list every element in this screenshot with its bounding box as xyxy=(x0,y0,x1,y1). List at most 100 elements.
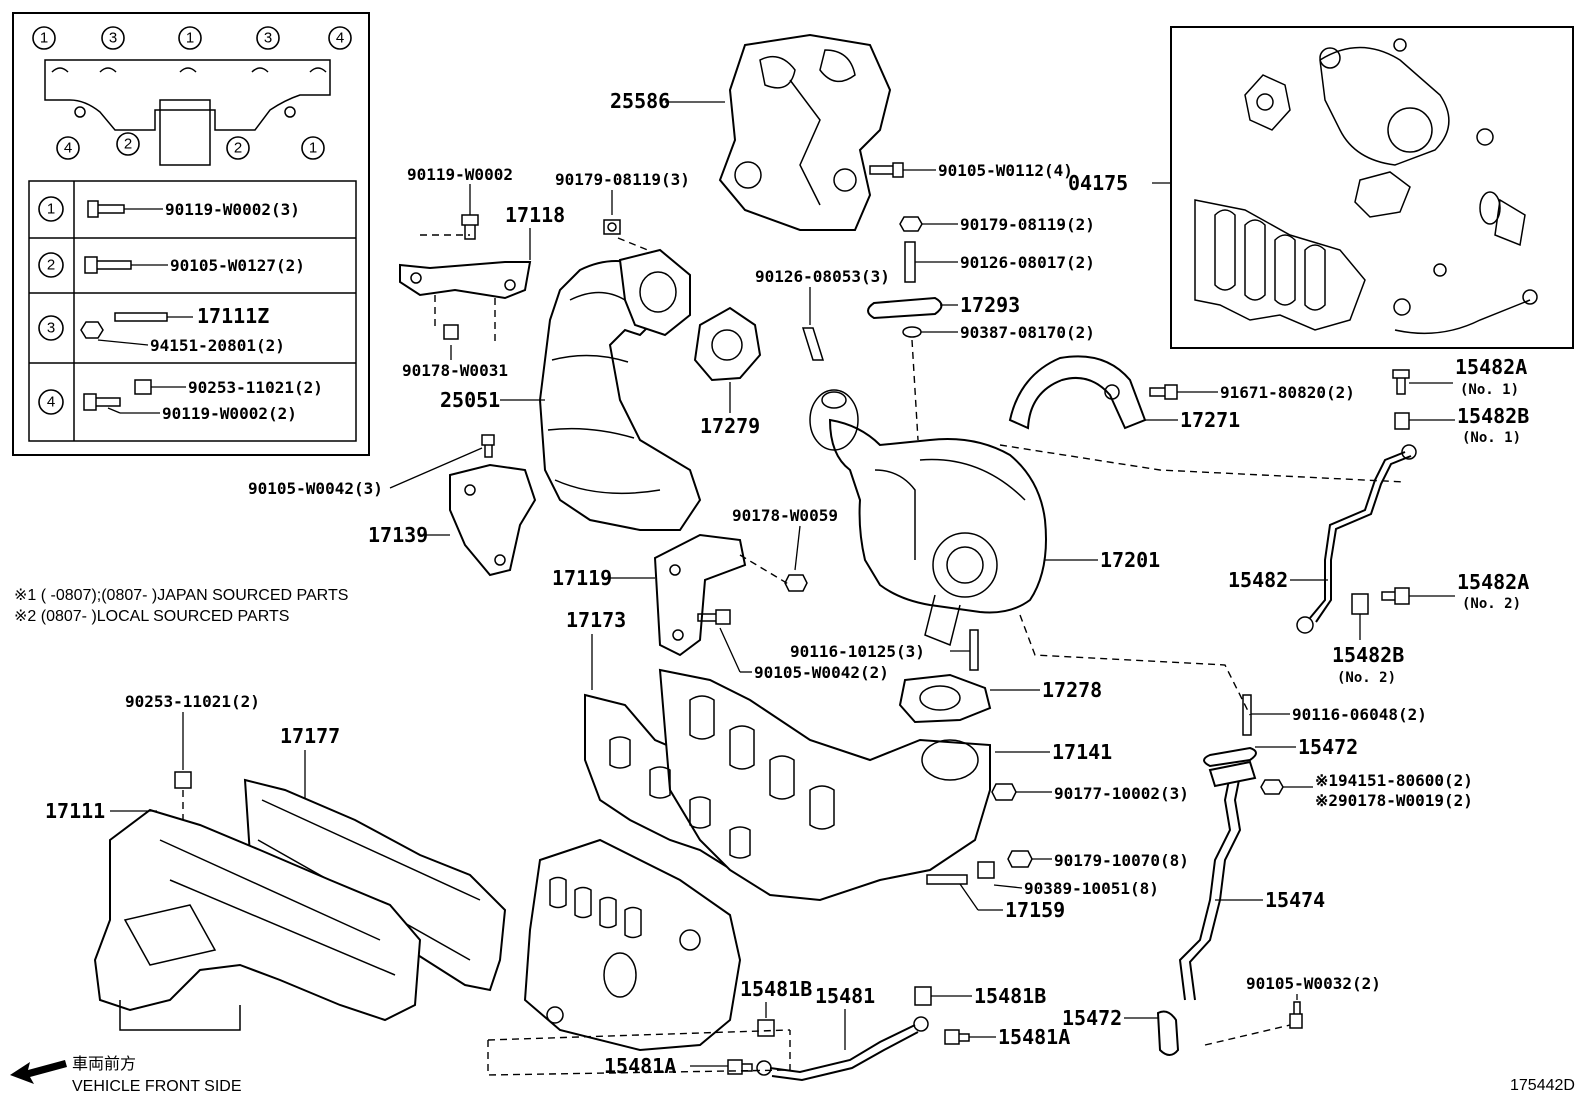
bolt-pos-bottom-4: 1 xyxy=(309,140,317,157)
bolt-icon xyxy=(461,214,479,240)
bolt-icon xyxy=(83,393,121,411)
label-90116-10125: 90116-10125(3) xyxy=(790,642,925,661)
legend-row-3-num: 3 xyxy=(47,320,55,337)
heat-shield-17271 xyxy=(1008,355,1147,430)
plate-17293 xyxy=(867,296,943,320)
gasket-icon xyxy=(757,1019,775,1037)
front-label-en: VEHICLE FRONT SIDE xyxy=(72,1078,242,1095)
label-17139: 17139 xyxy=(368,523,428,547)
label-15482A-no1: 15482A xyxy=(1455,355,1527,379)
exhaust-manifold-17141 xyxy=(658,668,991,902)
stud-icon xyxy=(1242,694,1252,736)
bolt-icon xyxy=(697,609,731,625)
label-25586: 25586 xyxy=(610,89,670,113)
bolt-pos-top-1: 1 xyxy=(40,30,48,47)
label-90387-08170: 90387-08170(2) xyxy=(960,323,1095,342)
label-90126-08017: 90126-08017(2) xyxy=(960,253,1095,272)
bolt-icon xyxy=(944,1029,970,1045)
diagram-id: 175442D xyxy=(1510,1077,1575,1094)
bolt-pos-bottom-1: 4 xyxy=(64,140,72,157)
label-04175: 04175 xyxy=(1068,171,1128,195)
label-90389-10051: 90389-10051(8) xyxy=(1024,879,1159,898)
bolt-pos-top-2: 3 xyxy=(109,30,117,47)
label-17293: 17293 xyxy=(960,293,1020,317)
legend-row-2-num: 2 xyxy=(47,257,55,274)
bolt-pos-bottom-2: 2 xyxy=(124,136,132,153)
bolt-icon xyxy=(1392,369,1410,395)
legend-box: 1 3 1 3 4 4 2 2 1 1 90119-W0002(3) 2 901… xyxy=(12,12,370,456)
legend-row-4-num: 4 xyxy=(47,394,55,411)
label-90105-W0042-2: 90105-W0042(2) xyxy=(754,663,889,682)
oil-return-15474 xyxy=(1178,774,1232,1001)
label-15482: 15482 xyxy=(1228,568,1288,592)
nut-icon xyxy=(80,321,104,339)
bolt-icon xyxy=(1381,587,1410,605)
gasket-icon xyxy=(1351,593,1369,615)
legend-row-4-part-b: 90119-W0002(2) xyxy=(162,404,297,423)
label-17118: 17118 xyxy=(505,203,565,227)
bolt-icon xyxy=(727,1059,753,1075)
catalytic-converter-25051 xyxy=(538,260,702,531)
label-25051: 25051 xyxy=(440,388,500,412)
bolt-icon xyxy=(481,434,495,458)
label-17141: 17141 xyxy=(1052,740,1112,764)
legend-row-3-part-a: 17111Z xyxy=(197,304,269,328)
gasket-15472-top xyxy=(1203,746,1257,768)
label-17173: 17173 xyxy=(566,608,626,632)
label-17279: 17279 xyxy=(700,414,760,438)
label-17111: 17111 xyxy=(45,799,105,823)
bolt-icon xyxy=(87,200,125,218)
label-15482B-no2-sub: (No. 2) xyxy=(1337,670,1396,686)
bolt-pos-bottom-3: 2 xyxy=(234,140,242,157)
legend-row-1-num: 1 xyxy=(47,201,55,218)
bolt-icon xyxy=(1289,1001,1303,1029)
bracket-17119 xyxy=(653,533,747,657)
label-90178-W0019: ※290178-W0019(2) xyxy=(1315,791,1473,810)
nut-icon xyxy=(1260,779,1284,795)
legend-row-1: 1 90119-W0002(3) xyxy=(38,196,300,222)
nut-icon xyxy=(603,219,621,235)
label-15481A-right: 15481A xyxy=(998,1025,1070,1049)
legend-row-3-part-b: 94151-20801(2) xyxy=(150,336,285,355)
label-90119-W0002: 90119-W0002 xyxy=(407,165,513,184)
legend-row-1-part: 90119-W0002(3) xyxy=(165,200,300,219)
flange-25051 xyxy=(618,248,691,337)
legend-row-3: 3 17111Z 94151-20801(2) xyxy=(38,304,285,355)
stud-icon xyxy=(926,874,968,885)
collar-icon xyxy=(977,861,995,879)
label-90177-10002: 90177-10002(3) xyxy=(1054,784,1189,803)
stud-icon xyxy=(969,629,979,671)
label-17177: 17177 xyxy=(280,724,340,748)
nut-icon xyxy=(991,783,1017,801)
label-90178-W0059: 90178-W0059 xyxy=(732,506,838,525)
label-15481B-left: 15481B xyxy=(740,977,812,1001)
oil-pipe-15482 xyxy=(1309,451,1406,619)
nut-icon xyxy=(443,324,459,340)
label-90116-06048: 90116-06048(2) xyxy=(1292,705,1427,724)
label-17271: 17271 xyxy=(1180,408,1240,432)
bolt-icon xyxy=(84,256,132,274)
legend-row-4: 4 90253-11021(2) 90119-W0002(2) xyxy=(38,378,323,423)
label-90179-08119-2: 90179-08119(2) xyxy=(960,215,1095,234)
label-15482A-no1-sub: (No. 1) xyxy=(1460,382,1519,398)
label-15481: 15481 xyxy=(815,984,875,1008)
bolt-icon xyxy=(1149,384,1178,400)
engine-block-sketch xyxy=(523,838,742,1052)
label-15481A-left: 15481A xyxy=(604,1054,676,1078)
turbocharger-17201 xyxy=(828,418,1047,614)
bolt-pos-top-4: 3 xyxy=(264,30,272,47)
label-15472-top: 15472 xyxy=(1298,735,1358,759)
legend-row-4-part-a: 90253-11021(2) xyxy=(188,378,323,397)
label-15482A-no2-sub: (No. 2) xyxy=(1462,596,1521,612)
label-15481B-right: 15481B xyxy=(974,984,1046,1008)
nut-icon xyxy=(1007,850,1033,868)
front-arrow-icon xyxy=(10,1060,67,1084)
label-15482B-no1-sub: (No. 1) xyxy=(1462,430,1521,446)
note-1: ※1 ( -0807);(0807- )JAPAN SOURCED PARTS xyxy=(14,587,348,604)
gasket-icon xyxy=(1394,412,1410,430)
label-15472-bottom: 15472 xyxy=(1062,1006,1122,1030)
stud-icon xyxy=(114,312,168,322)
stud-icon xyxy=(904,241,916,283)
label-17278: 17278 xyxy=(1042,678,1102,702)
